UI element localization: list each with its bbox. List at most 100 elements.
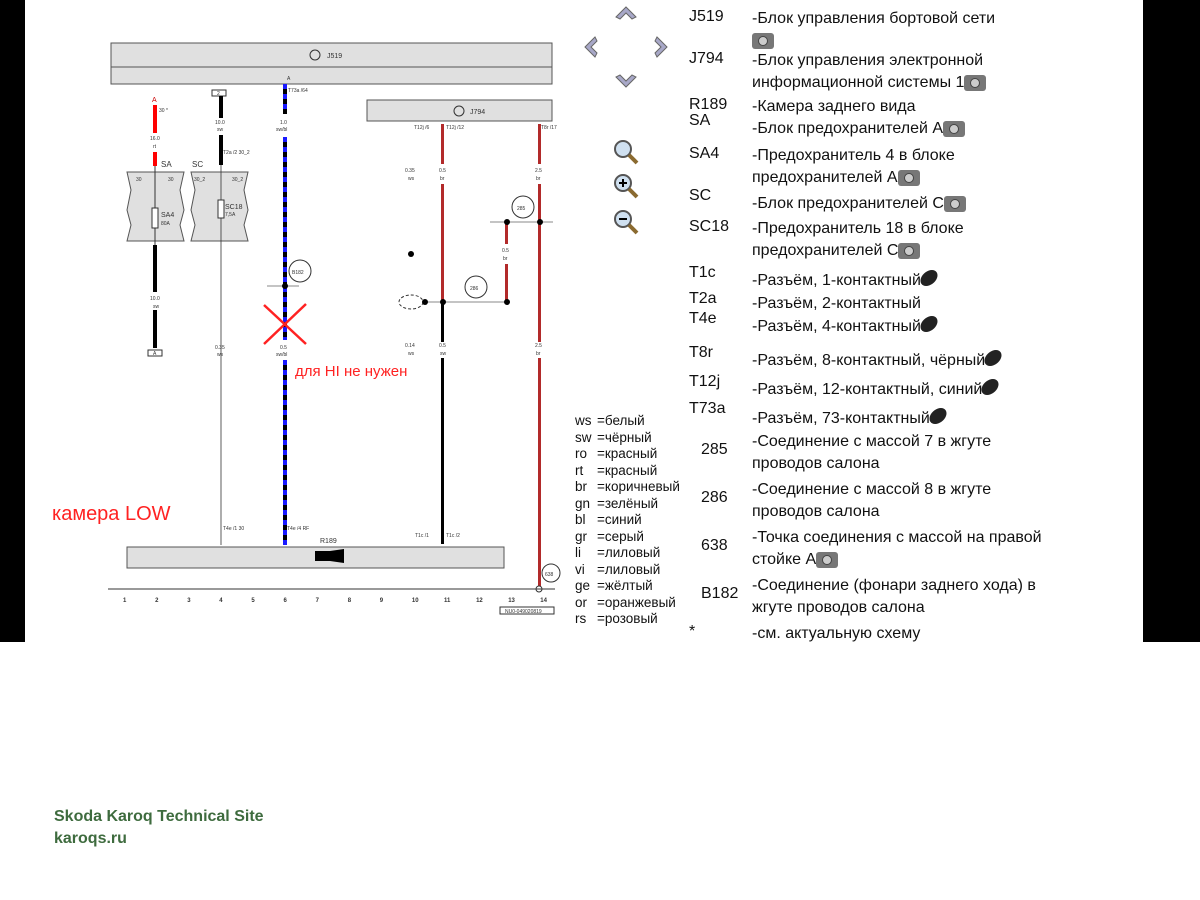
component-code: 286 [701,489,728,506]
j794-label: J794 [470,109,485,116]
component-description-text: -Предохранитель 4 в блоке предохранителе… [752,147,955,186]
color-name: =красный [597,462,658,478]
connector-label: T4e /1 30 [223,526,244,532]
component-description: -Разъём, 4-контактный [752,316,1052,338]
component-description-text: -см. актуальную схему [752,625,921,642]
component-code: T2a [689,290,717,307]
node-label: B182 [292,270,304,276]
node-286 [464,275,488,299]
connector-label: T12j /6 [414,125,430,131]
photo-icon[interactable] [752,32,774,49]
wire-label: 0.35 [405,168,415,174]
pan-right-button[interactable] [648,34,674,60]
component-code: R189 [689,96,728,113]
zoom-out-button[interactable] [612,208,640,236]
color-code: or [575,594,588,610]
label-sa4: SA4 [161,212,174,219]
photo-icon[interactable] [898,242,921,259]
connector-photo-icon[interactable] [982,350,1005,366]
zoom-in-button[interactable] [612,172,640,200]
doc-id: NU0-049020819 [505,609,542,615]
ref-2: 2 [217,91,220,97]
column-number: 2 [155,598,159,604]
photo-icon[interactable] [964,74,987,91]
color-code: sw [575,429,592,445]
label-sa: SA [161,160,172,169]
camera-icon [315,549,344,563]
pin-label: 30_2 [232,177,243,183]
component-code: 638 [701,537,728,554]
component-description: -Разъём, 73-контактный [752,408,1052,430]
color-code: ge [575,578,591,593]
component-description-text: -Блок предохранителей C [752,195,944,212]
component-description-text: -Точка соединения с массой на правой сто… [752,529,1042,568]
pan-left-button[interactable] [578,34,604,60]
color-legend-item: li=лиловый [575,545,680,562]
wire-label: sw/bl [276,127,287,133]
wiring-diagram: J519 A J794 A 30 * 16.0 rt 10.0 sw A SA … [52,42,561,615]
color-code: rs [575,611,587,626]
photo-icon[interactable] [943,120,966,137]
component-description-text: -Разъём, 12-контактный, синий [752,381,983,398]
photo-icon[interactable] [897,169,920,186]
color-code: ws [575,413,592,428]
color-name: =коричневый [597,479,680,494]
connector-label: T2a /2 30_2 [223,150,250,156]
wire-label: 0.14 [405,343,415,349]
component-code: * [689,623,696,640]
component-description: -Соединение с массой 7 в жгуте проводов … [752,431,1052,475]
color-legend-item: bl=синий [575,512,680,529]
node-label: 638 [545,572,554,578]
column-number: 9 [380,598,384,604]
photo-icon[interactable] [816,551,839,568]
wire-label: br [536,351,541,357]
component-description: -Разъём, 1-контактный [752,270,1052,292]
connector-photo-icon[interactable] [926,408,949,424]
color-name: =лиловый [597,545,661,560]
wire-label: 0.5 [502,248,509,254]
component-description-text: -Разъём, 4-контактный [752,318,921,335]
component-description-text: -Соединение с массой 8 в жгуте проводов … [752,481,992,520]
wire-label: 0.5 [280,345,287,351]
component-description: -Предохранитель 4 в блоке предохранителе… [752,145,1052,189]
component-code: J794 [689,50,724,67]
wire-label: sw [217,127,224,133]
pan-down-button[interactable] [613,68,639,94]
j794-block [366,99,553,122]
left-border [0,0,25,642]
color-code: gr [575,528,588,544]
color-code: gn [575,495,591,511]
column-number: 10 [412,598,419,604]
column-number: 8 [348,598,352,604]
component-code: T73a [689,400,726,417]
component-description-text: -Разъём, 1-контактный [752,272,921,289]
color-code: bl [575,512,586,527]
footer-title: Skoda Karoq Technical Site [54,808,264,825]
wire-label: 1.0 [280,120,287,126]
color-name: =чёрный [597,429,652,445]
k-symbol-icon [309,49,321,61]
pan-up-button[interactable] [613,0,639,26]
column-number: 4 [219,598,223,604]
component-description-text: -Предохранитель 18 в блоке предохранител… [752,220,964,259]
component-description-text: -Камера заднего вида [752,98,916,115]
color-legend-item: gn=зелёный [575,496,680,513]
connector-label: T1c /2 [446,533,460,539]
connector-photo-icon[interactable] [918,270,940,286]
component-description: -Блок предохранителей A [752,118,1052,140]
footer-site[interactable]: karoqs.ru [54,830,127,847]
connector-photo-icon[interactable] [918,316,940,332]
color-name: =оранжевый [597,594,676,610]
component-description-text: -Блок предохранителей A [752,120,944,137]
j519-label: J519 [327,53,342,60]
photo-icon[interactable] [943,195,966,212]
component-code: J519 [689,8,724,25]
component-code: T12j [689,373,721,390]
connector-photo-icon[interactable] [979,379,1002,395]
wire-label: br [536,176,541,182]
node-285 [511,195,535,219]
zoom-fit-button[interactable] [612,138,640,166]
connector-label: T12j /12 [446,125,464,131]
column-number: 6 [284,598,288,604]
